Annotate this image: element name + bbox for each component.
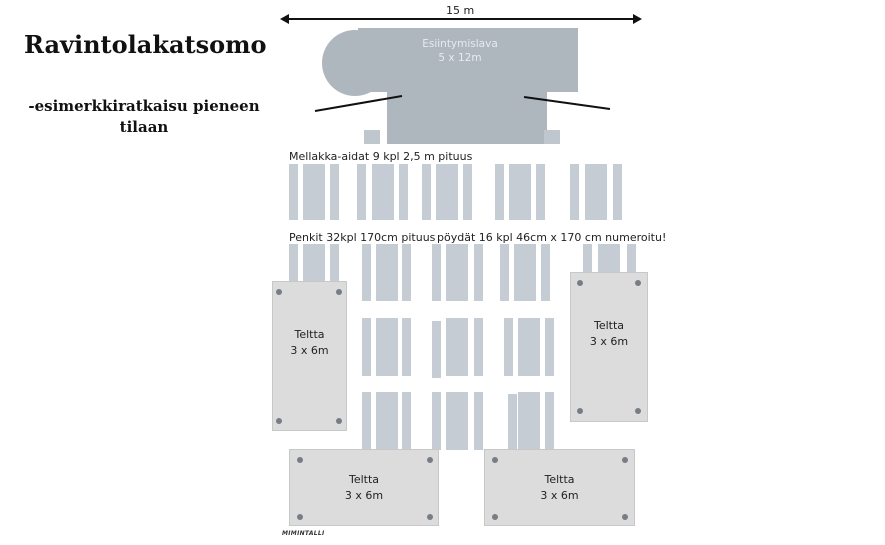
bench bbox=[545, 392, 554, 450]
bench bbox=[495, 164, 504, 220]
stage-step-right bbox=[544, 130, 560, 144]
tent-bolt bbox=[427, 457, 433, 463]
tent-bolt bbox=[577, 280, 583, 286]
bench bbox=[362, 392, 371, 450]
bench bbox=[402, 318, 411, 376]
bench bbox=[627, 244, 636, 274]
tent-bolt bbox=[336, 289, 342, 295]
bench bbox=[508, 394, 517, 450]
bench bbox=[422, 164, 431, 220]
dimension-label: 15 m bbox=[446, 4, 475, 17]
table bbox=[303, 164, 325, 220]
bench bbox=[613, 164, 622, 220]
stage-label: Esiintymislava 5 x 12m bbox=[380, 37, 540, 65]
tent-bolt bbox=[297, 457, 303, 463]
bench bbox=[362, 244, 371, 301]
table bbox=[598, 244, 620, 274]
bench bbox=[402, 244, 411, 301]
tent-size: 3 x 6m bbox=[589, 335, 629, 348]
table bbox=[585, 164, 607, 220]
tent-size: 3 x 6m bbox=[290, 344, 329, 357]
table bbox=[376, 392, 398, 450]
table bbox=[446, 392, 468, 450]
table bbox=[518, 318, 540, 376]
tent-bottom-left: Teltta 3 x 6m bbox=[289, 449, 439, 526]
tent-bolt bbox=[622, 457, 628, 463]
tent-size: 3 x 6m bbox=[344, 489, 384, 502]
bench bbox=[541, 244, 550, 301]
bench bbox=[536, 164, 545, 220]
tent-size: 3 x 6m bbox=[540, 489, 579, 502]
tent-bolt bbox=[276, 289, 282, 295]
tent-name: Teltta bbox=[593, 319, 625, 332]
bench bbox=[330, 244, 339, 301]
table bbox=[376, 318, 398, 376]
tent-name: Teltta bbox=[544, 473, 575, 486]
tent-name: Teltta bbox=[294, 328, 325, 341]
tent-bolt bbox=[577, 408, 583, 414]
tent-bolt bbox=[276, 418, 282, 424]
sight-lines bbox=[314, 95, 611, 112]
stage-size: 5 x 12m bbox=[438, 52, 482, 64]
tent-right: Teltta 3 x 6m bbox=[570, 272, 648, 422]
bench bbox=[500, 244, 509, 301]
tent-name: Teltta bbox=[348, 473, 380, 486]
bench bbox=[432, 244, 441, 301]
bench bbox=[504, 318, 513, 376]
table bbox=[376, 244, 398, 301]
stage-name: Esiintymislava bbox=[422, 38, 498, 50]
watermark: MIMINTALLI bbox=[282, 530, 325, 537]
bench bbox=[432, 321, 441, 378]
tent-bolt bbox=[297, 514, 303, 520]
table bbox=[372, 164, 394, 220]
bench bbox=[402, 392, 411, 450]
bench bbox=[289, 164, 298, 220]
table bbox=[514, 244, 536, 301]
tent-bolt bbox=[427, 514, 433, 520]
bench bbox=[399, 164, 408, 220]
tent-bolt bbox=[492, 457, 498, 463]
table bbox=[509, 164, 531, 220]
bench bbox=[583, 244, 592, 274]
bench bbox=[357, 164, 366, 220]
bench bbox=[545, 318, 554, 376]
tables-label: pöydät 16 kpl 46cm x 170 cm numeroitu! bbox=[437, 231, 667, 244]
table bbox=[518, 392, 540, 450]
barriers-label: Mellakka-aidat 9 kpl 2,5 m pituus bbox=[289, 150, 473, 163]
bench bbox=[432, 392, 441, 450]
tent-bolt bbox=[336, 418, 342, 424]
table bbox=[436, 164, 458, 220]
table bbox=[446, 244, 468, 301]
bench bbox=[474, 244, 483, 301]
tent-bolt bbox=[622, 514, 628, 520]
stage-step-left bbox=[364, 130, 380, 144]
benches-label: Penkit 32kpl 170cm pituus bbox=[289, 231, 436, 244]
tent-bottom-right: Teltta 3 x 6m bbox=[484, 449, 635, 526]
bench bbox=[362, 318, 371, 376]
table bbox=[446, 318, 468, 376]
page-title: Ravintolakatsomo bbox=[24, 30, 267, 59]
dimension-arrow bbox=[280, 14, 642, 24]
tent-bolt bbox=[492, 514, 498, 520]
bench bbox=[289, 244, 298, 301]
tent-left: Teltta 3 x 6m bbox=[272, 281, 347, 431]
stage-shape bbox=[322, 28, 578, 144]
bench bbox=[463, 164, 472, 220]
bench bbox=[474, 318, 483, 376]
bench bbox=[570, 164, 579, 220]
bench bbox=[474, 392, 483, 450]
page-subtitle: -esimerkkiratkaisu pieneen tilaan bbox=[28, 97, 260, 136]
bench bbox=[330, 164, 339, 220]
tent-bolt bbox=[635, 280, 641, 286]
tent-bolt bbox=[635, 408, 641, 414]
